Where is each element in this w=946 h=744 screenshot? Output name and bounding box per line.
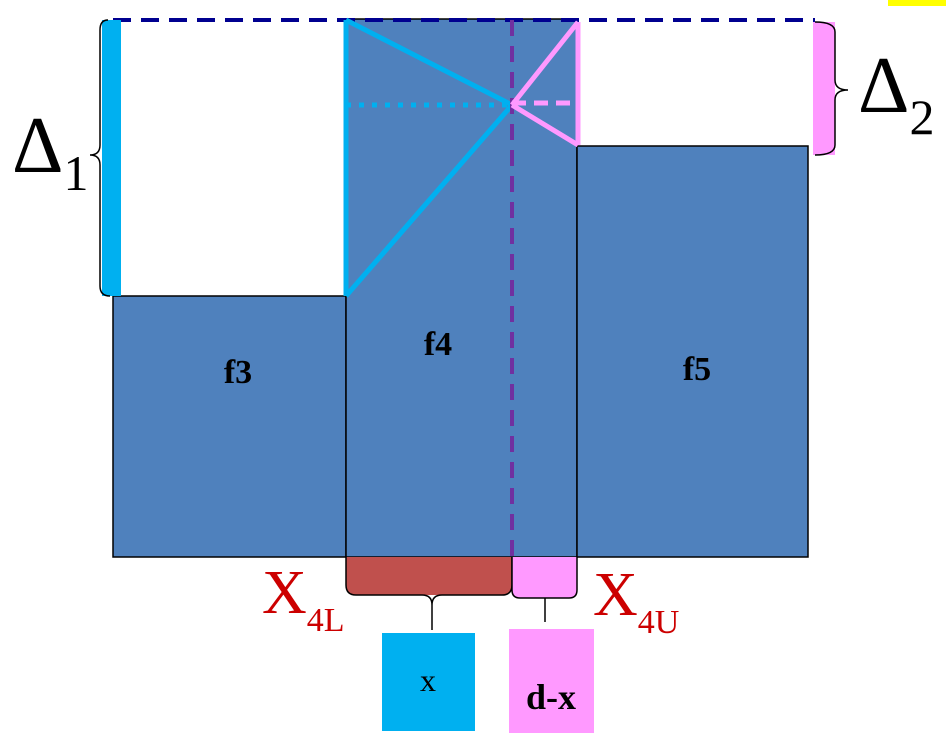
delta2-bar — [813, 22, 835, 155]
label-f4: f4 — [424, 326, 452, 363]
x4l-label: X4L — [262, 559, 345, 639]
delta2-label: Δ2 — [858, 42, 934, 145]
dx-region — [512, 557, 577, 598]
bar-f5 — [576, 145, 809, 558]
yellow-marker — [888, 0, 946, 6]
x-box-label: x — [420, 662, 436, 698]
delta1-bar — [102, 20, 121, 296]
pink-diagonal-upper — [510, 20, 580, 107]
delta1-label: Δ1 — [12, 102, 88, 201]
x-region — [346, 557, 512, 595]
label-f3: f3 — [224, 354, 252, 391]
x-box — [382, 633, 475, 731]
cyan-diagonal-upper — [344, 17, 514, 108]
delta2-brace — [814, 21, 849, 156]
dx-box-label: d-x — [526, 677, 576, 717]
dx-brace — [511, 557, 578, 622]
label-f5: f5 — [683, 351, 711, 388]
bar-f4 — [345, 18, 578, 558]
dx-box — [509, 629, 594, 733]
x4u-label: X4U — [593, 561, 679, 641]
pink-diagonal-lower — [510, 102, 580, 148]
bar-f3 — [112, 295, 347, 558]
cyan-diagonal-lower — [344, 103, 514, 298]
delta1-brace — [89, 19, 111, 297]
